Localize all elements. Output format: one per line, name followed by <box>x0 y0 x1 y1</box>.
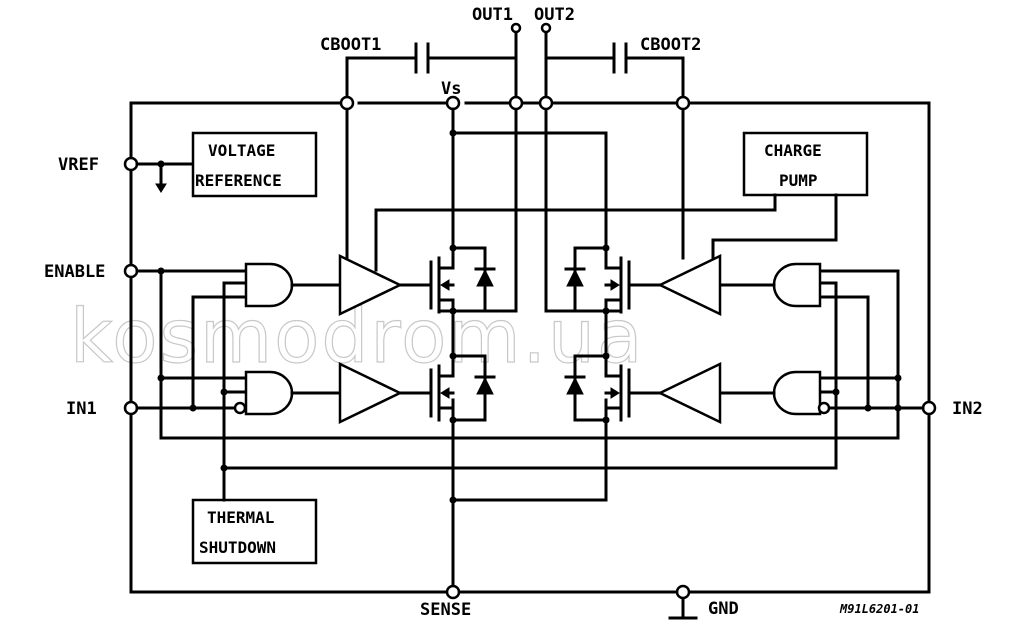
right-bridge-mid <box>602 307 610 315</box>
out1-node <box>508 95 524 111</box>
charge-pump-wiring <box>374 193 838 272</box>
thermal-shutdown-block <box>191 498 318 565</box>
out1-label: OUT1 <box>472 5 513 25</box>
figure-code: M91L6201-01 <box>839 602 919 616</box>
and-gate-enable-in2 <box>772 262 822 308</box>
low-side-driver-right <box>657 362 722 424</box>
mosfet-right-low <box>564 352 631 424</box>
cboot1-node <box>339 95 355 111</box>
enable-label: ENABLE <box>44 262 105 282</box>
charge-pump-line1: CHARGE <box>764 141 822 160</box>
charge-pump-line2: PUMP <box>779 171 818 190</box>
out-leads <box>437 32 623 313</box>
left-bridge-mid <box>449 307 457 315</box>
vref-node <box>123 156 139 172</box>
chip-outline <box>129 101 931 594</box>
cboot1-label: CBOOT1 <box>320 35 381 55</box>
inverter-bubble-left <box>233 401 247 415</box>
in1-node <box>123 400 139 416</box>
cboot2-node <box>675 95 691 111</box>
vref-label: VREF <box>58 155 99 175</box>
mosfet-left-high <box>429 244 496 362</box>
cboot2-capacitor <box>544 42 685 260</box>
voltage-reference-line1: VOLTAGE <box>208 141 275 160</box>
charge-pump-block <box>742 131 869 197</box>
in2-label: IN2 <box>952 399 983 419</box>
out2-pin-node <box>540 22 552 34</box>
thermal-shutdown-line2: SHUTDOWN <box>199 538 276 557</box>
and-gate-enable-in2-inverted <box>772 370 822 416</box>
high-side-driver-right <box>657 254 722 316</box>
vs-label: Vs <box>441 79 461 99</box>
gnd-label: GND <box>708 599 739 619</box>
in2-node <box>921 400 937 416</box>
left-logic-wiring <box>135 267 900 502</box>
thermal-shutdown-line1: THERMAL <box>207 508 274 527</box>
cboot1-capacitor <box>345 42 518 260</box>
vs-node <box>445 95 461 111</box>
and-gate-enable-in1 <box>244 262 294 308</box>
sense-rail <box>449 398 608 588</box>
sense-node <box>445 584 461 600</box>
vs-rail <box>449 107 608 270</box>
and-gate-enable-in1-inverted <box>244 370 294 416</box>
gnd-node <box>675 584 691 600</box>
out2-label: OUT2 <box>534 5 575 25</box>
right-logic-wiring <box>818 269 925 470</box>
high-side-driver-left <box>338 254 403 316</box>
out2-node <box>538 95 554 111</box>
cboot2-label: CBOOT2 <box>640 35 701 55</box>
voltage-reference-line2: REFERENCE <box>195 171 282 190</box>
low-side-driver-left <box>338 362 403 424</box>
out1-pin-node <box>510 22 522 34</box>
voltage-reference-block <box>191 131 318 198</box>
mosfet-left-low <box>429 352 496 424</box>
sense-label: SENSE <box>420 600 471 620</box>
enable-node <box>123 263 139 279</box>
inverter-bubble-right <box>817 401 831 415</box>
vref-wiring <box>135 160 195 193</box>
gnd-symbol <box>668 596 698 620</box>
in1-label: IN1 <box>66 399 97 419</box>
